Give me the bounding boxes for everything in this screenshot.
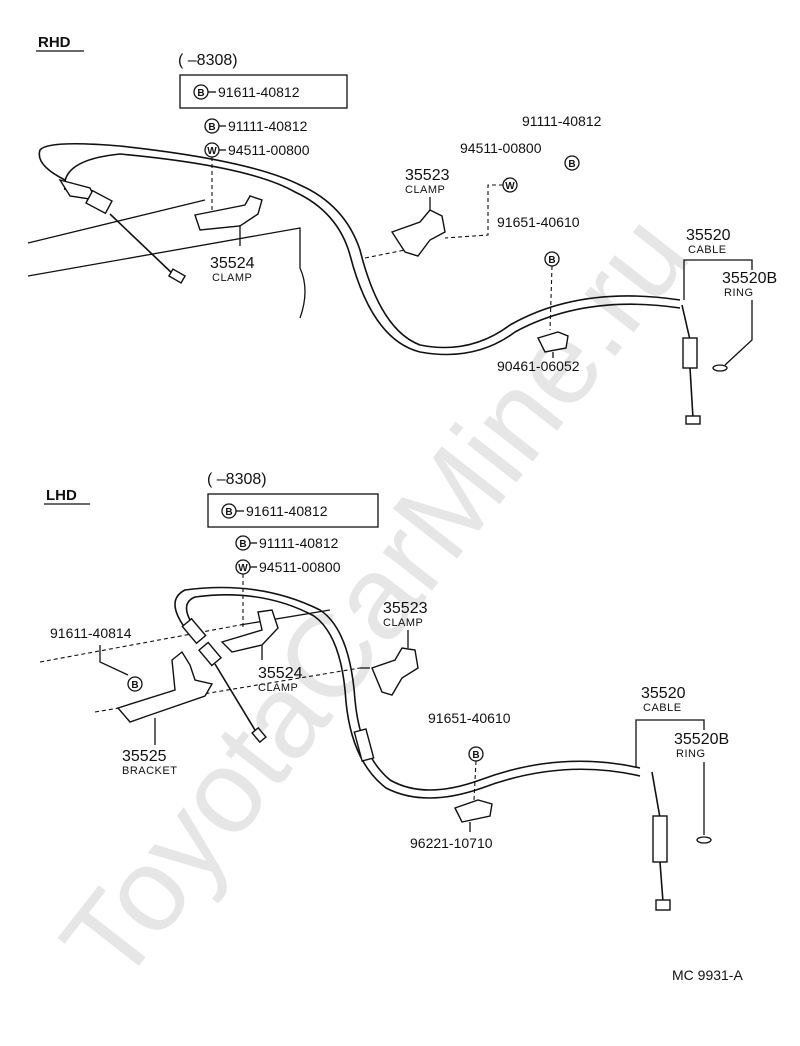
- rhd-cable-lower: [63, 153, 681, 356]
- rhd-clamp-left-label: CLAMP: [212, 272, 252, 284]
- lhd-bracket-number: 35525: [122, 748, 167, 765]
- rhd-clamp-right-label: CLAMP: [405, 184, 445, 196]
- rhd-cable-leader: [683, 259, 753, 300]
- svg-text:B: B: [472, 750, 479, 761]
- lhd-boxed-part-frame: [207, 493, 379, 528]
- rhd-date-range: ( –8308): [178, 52, 238, 69]
- rhd-cable-left-nut: [85, 189, 113, 215]
- lhd-date-range: ( –8308): [207, 471, 267, 488]
- svg-text:B: B: [131, 680, 138, 691]
- rhd-boxed-part-frame: [179, 74, 348, 109]
- rhd-title: RHD: [38, 34, 71, 51]
- rhd-bolt-mid-symbol: B: [544, 251, 560, 267]
- lhd-clamp-right: [371, 647, 419, 696]
- lhd-clamp-right-number: 35523: [383, 600, 428, 617]
- svg-text:W: W: [238, 563, 248, 574]
- lhd-title: LHD: [46, 487, 77, 504]
- rhd-bolt-left-number: 91111-40812: [228, 118, 308, 134]
- rhd-boxed-bolt-symbol: B: [193, 84, 209, 100]
- lhd-bracket-bolt-number: 91611-40814: [50, 625, 132, 641]
- svg-text:W: W: [505, 181, 515, 192]
- lhd-cable-right-end: [655, 899, 671, 911]
- lhd-bracket-label: BRACKET: [122, 765, 177, 777]
- rhd-ring-number: 35520B: [722, 270, 777, 287]
- rhd-washer-right-symbol: W: [502, 177, 518, 193]
- lhd-clip: [454, 799, 493, 823]
- svg-text:B: B: [548, 255, 555, 266]
- svg-text:B: B: [197, 88, 204, 99]
- rhd-ring: [712, 364, 728, 372]
- rhd-cable-right-fitting: [682, 337, 698, 369]
- lhd-cable-left-inner: [214, 663, 259, 736]
- rhd-cable-left-inner: [109, 213, 176, 277]
- lhd-cable-right-fitting: [652, 815, 668, 863]
- svg-text:W: W: [207, 146, 217, 157]
- rhd-cable-label: CABLE: [688, 244, 727, 256]
- lhd-cable-left-nut: [197, 641, 223, 667]
- rhd-clamp-right-leader: [364, 249, 406, 259]
- lhd-boxed-bolt-symbol: B: [221, 503, 237, 519]
- watermark: ToyotaCarMine.ru: [36, 191, 713, 1006]
- svg-text:B: B: [208, 122, 215, 133]
- lhd-cable-right-sheath: [651, 771, 661, 819]
- rhd-cable-right-end: [685, 415, 701, 425]
- lhd-cable-right-inner: [659, 861, 664, 903]
- lhd-clamp-left: [220, 609, 279, 653]
- rhd-bolt-mid-number: 91651-40610: [497, 214, 580, 230]
- lhd-ring-label: RING: [676, 748, 706, 760]
- rhd-clip-number: 90461-06052: [497, 358, 580, 374]
- lhd-boxed-bolt-number: 91611-40812: [246, 503, 328, 519]
- rhd-body-panel: [27, 199, 306, 319]
- lhd-cable-number: 35520: [641, 685, 686, 702]
- lhd-clip-number: 96221-10710: [410, 835, 493, 851]
- lhd-section: LHD ( –8308) B 91611-40812 B 91111-40812…: [39, 471, 729, 911]
- rhd-clamp-right: [390, 209, 446, 257]
- lhd-bolt-left-number: 91111-40812: [259, 535, 339, 551]
- lhd-clamp-left-label: CLAMP: [258, 682, 298, 694]
- lhd-cable-lower: [185, 594, 641, 799]
- rhd-cable-left-end: [167, 268, 187, 284]
- rhd-bolt-right-number: 91111-40812: [522, 113, 602, 129]
- rhd-clip: [537, 331, 569, 353]
- lhd-bolt-left-symbol: B: [235, 535, 251, 551]
- rhd-washer-right-number: 94511-00800: [460, 140, 542, 156]
- rhd-ring-leader: [724, 300, 753, 366]
- rhd-cable-right-sheath: [681, 304, 691, 341]
- lhd-ring: [696, 836, 712, 844]
- lhd-clamp-left-number: 35524: [258, 665, 303, 682]
- lhd-ring-number: 35520B: [674, 731, 729, 748]
- lhd-washer-left-symbol: W: [235, 559, 251, 575]
- lhd-cable-grommet: [353, 728, 375, 762]
- rhd-cable: [38, 142, 681, 349]
- lhd-cable-label: CABLE: [643, 702, 682, 714]
- lhd-cable-left-fitting: [181, 617, 207, 645]
- rhd-clamp-right-number: 35523: [405, 167, 450, 184]
- lhd-bracket-bolt-symbol: B: [127, 676, 143, 692]
- lhd-clamp-right-label: CLAMP: [383, 617, 423, 629]
- svg-text:B: B: [568, 159, 575, 170]
- lhd-bolt-mid-symbol: B: [468, 746, 484, 762]
- lhd-washer-left-number: 94511-00800: [259, 559, 341, 575]
- lhd-bolt-mid-number: 91651-40610: [428, 710, 511, 726]
- rhd-bolt-left-symbol: B: [204, 118, 220, 134]
- lhd-cable-left-end: [251, 726, 267, 744]
- rhd-ring-label: RING: [724, 287, 754, 299]
- lhd-bracket: [116, 650, 214, 723]
- rhd-cable-right-inner: [689, 367, 694, 419]
- rhd-clamp-left-number: 35524: [210, 255, 255, 272]
- rhd-bolt-right-symbol: B: [564, 155, 580, 171]
- rhd-washer-left-number: 94511-00800: [228, 142, 310, 158]
- rhd-washer-right-leader: [444, 184, 503, 239]
- rhd-washer-left-symbol: W: [204, 142, 220, 158]
- lhd-cable-leader: [635, 719, 705, 768]
- figure-code: MC 9931-A: [672, 967, 743, 983]
- svg-text:B: B: [239, 539, 246, 550]
- rhd-cable-number: 35520: [686, 227, 731, 244]
- rhd-section: RHD ( –8308) B 91611-40812 B 91111-40812…: [27, 34, 777, 425]
- rhd-boxed-bolt-number: 91611-40812: [218, 84, 300, 100]
- svg-text:B: B: [225, 507, 232, 518]
- rhd-clamp-left: [194, 195, 263, 231]
- lhd-cable: [174, 586, 641, 791]
